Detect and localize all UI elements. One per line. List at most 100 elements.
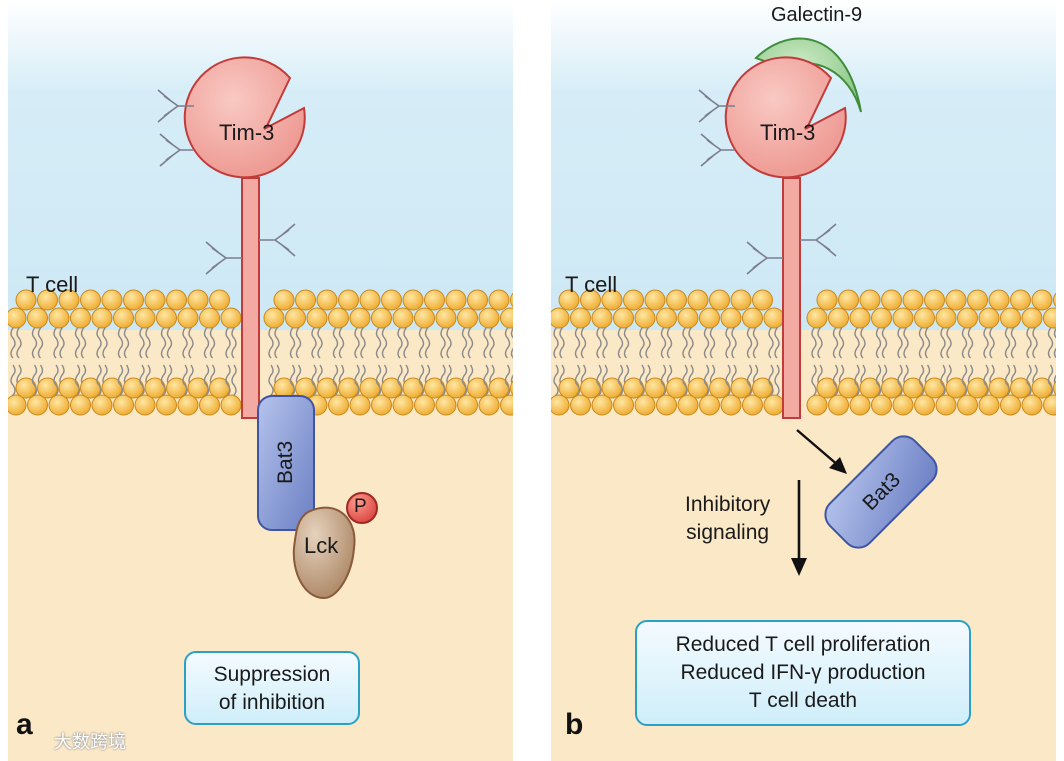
lipid-head	[551, 307, 570, 329]
lipid-head	[924, 289, 945, 311]
lipid-head	[316, 289, 338, 311]
lipid-head	[500, 307, 513, 329]
lipid-head	[187, 289, 209, 311]
lipid-head	[742, 307, 763, 329]
lipid-head	[156, 394, 177, 416]
lipid-head	[1053, 292, 1056, 308]
lipid-head	[8, 307, 27, 329]
lipid-head	[381, 289, 402, 311]
lipid-head	[70, 394, 91, 416]
lipid-head	[156, 307, 177, 329]
tim3-label: Tim-3	[760, 120, 816, 145]
lipid-head	[816, 289, 838, 311]
lipid-head	[371, 394, 392, 416]
lipid-tail	[510, 318, 513, 359]
lipid-head	[113, 307, 134, 329]
lipid-head	[1021, 394, 1043, 416]
lipid-bilayer	[551, 289, 1056, 416]
lipid-head	[1043, 394, 1056, 416]
lipid-head	[687, 289, 709, 311]
lipid-head	[591, 394, 613, 416]
bat3-protein	[824, 435, 938, 549]
lipid-head	[510, 292, 513, 308]
lipid-head	[591, 307, 613, 329]
lipid-head	[392, 394, 414, 416]
lipid-head	[828, 307, 849, 329]
lipid-head	[644, 289, 666, 311]
signal-line: Inhibitory	[685, 493, 771, 516]
lipid-head	[849, 394, 871, 416]
lipid-head	[338, 289, 359, 311]
outcome-line: of inhibition	[218, 691, 326, 714]
lipid-head	[978, 394, 1000, 416]
lipid-head	[623, 289, 644, 311]
signal-line: signaling	[686, 521, 770, 544]
lipid-head	[892, 394, 914, 416]
panel-b: Galectin-9 Tim-3 T cell Bat3 Inhibitory …	[551, 0, 1056, 761]
lipid-head	[752, 289, 773, 311]
release-arrow	[796, 429, 840, 467]
lipid-head	[828, 394, 849, 416]
lipid-head	[295, 289, 316, 311]
lipid-head	[445, 289, 467, 311]
lipid-head	[199, 394, 220, 416]
tim3-stalk	[241, 177, 260, 419]
lipid-head	[1031, 289, 1053, 311]
lipid-head	[601, 289, 623, 311]
lipid-bilayer	[8, 289, 513, 416]
panel-letter-b: b	[565, 708, 584, 741]
lipid-head	[27, 394, 48, 416]
lipid-head	[123, 289, 144, 311]
lipid-head	[742, 394, 763, 416]
lipid-head	[306, 307, 328, 329]
lipid-head	[8, 394, 27, 416]
lipid-head	[144, 289, 166, 311]
lipid-head	[500, 394, 513, 416]
tim3-igv-domain	[183, 56, 306, 179]
lipid-head	[570, 307, 591, 329]
lipid-head	[677, 394, 699, 416]
lipid-head	[113, 394, 134, 416]
lipid-head	[101, 289, 123, 311]
lipid-head	[634, 307, 656, 329]
lipid-head	[763, 307, 785, 329]
lipid-head	[488, 289, 510, 311]
lipid-head	[328, 307, 349, 329]
lipid-head	[349, 307, 371, 329]
lipid-head	[1000, 307, 1021, 329]
tim3-label: Tim-3	[219, 120, 275, 145]
lipid-head	[220, 394, 242, 416]
phosphate-label: P	[354, 496, 367, 517]
lipid-head	[570, 394, 591, 416]
outcome-line: Suppression	[213, 663, 331, 686]
arrowhead-icon	[829, 457, 847, 474]
lipid-head	[945, 289, 967, 311]
tim3-stalk	[782, 177, 801, 419]
lipid-head	[656, 307, 677, 329]
lipid-head	[134, 307, 156, 329]
arrowhead-icon	[791, 558, 807, 576]
lipid-head	[177, 307, 199, 329]
lipid-head	[677, 307, 699, 329]
lipid-head	[58, 289, 80, 311]
t-cell-label: T cell	[26, 272, 79, 297]
lipid-head	[935, 394, 957, 416]
lipid-head	[699, 394, 720, 416]
lipid-head	[613, 394, 634, 416]
lipid-head	[402, 289, 424, 311]
lipid-head	[510, 380, 513, 396]
lipid-head	[666, 289, 687, 311]
lipid-head	[871, 307, 892, 329]
lipid-head	[166, 289, 187, 311]
lipid-head	[1000, 394, 1021, 416]
lipid-head	[613, 307, 634, 329]
lipid-head	[414, 394, 435, 416]
lipid-head	[935, 307, 957, 329]
lipid-head	[349, 394, 371, 416]
signal-label: Inhibitory signaling	[685, 491, 770, 547]
galectin9-label: Galectin-9	[771, 4, 863, 26]
lipid-head	[871, 394, 892, 416]
lipid-head	[849, 307, 871, 329]
lipid-head	[551, 394, 570, 416]
panel-letter-a: a	[16, 708, 33, 741]
